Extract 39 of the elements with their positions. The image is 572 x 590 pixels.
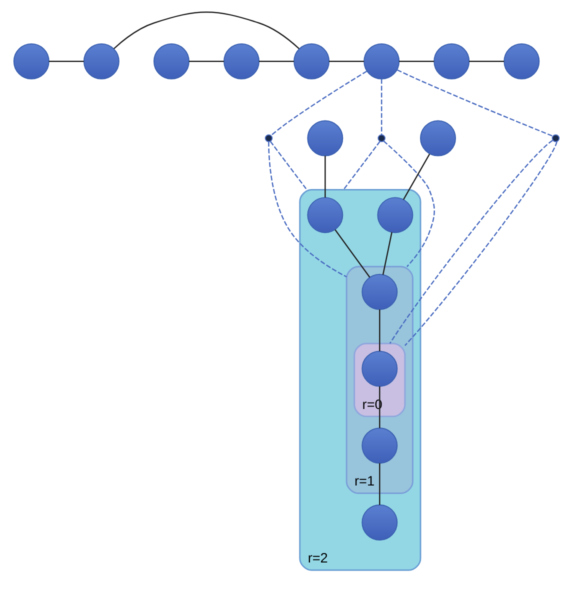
connector bbox=[48, 60, 84, 62]
connector bbox=[334, 229, 370, 278]
node-circle bbox=[306, 197, 343, 234]
node-circle bbox=[82, 43, 119, 80]
node-circle bbox=[376, 197, 413, 234]
connector bbox=[324, 156, 326, 198]
connector bbox=[382, 232, 392, 275]
node-circle bbox=[377, 134, 385, 142]
node-circle bbox=[361, 428, 398, 464]
connector bbox=[378, 310, 380, 352]
node-circle bbox=[433, 43, 470, 80]
connector bbox=[382, 140, 434, 268]
connector bbox=[378, 463, 380, 505]
connector bbox=[188, 60, 224, 62]
node-circle bbox=[361, 504, 398, 540]
connector bbox=[380, 78, 382, 135]
node-circle bbox=[551, 134, 560, 142]
node-circle bbox=[420, 120, 456, 156]
connector bbox=[113, 12, 299, 50]
node-circle bbox=[306, 120, 343, 156]
node-circle bbox=[223, 43, 259, 80]
node-circle bbox=[152, 43, 189, 80]
connector bbox=[342, 140, 380, 190]
connector bbox=[258, 60, 294, 62]
node-circle bbox=[363, 43, 400, 80]
node-circle bbox=[12, 43, 49, 80]
connector bbox=[398, 60, 434, 62]
node-circle bbox=[293, 43, 330, 80]
connector bbox=[468, 60, 504, 62]
connector bbox=[328, 60, 364, 62]
connector bbox=[270, 70, 367, 136]
connector bbox=[402, 154, 430, 200]
connector bbox=[396, 69, 552, 137]
connector bbox=[269, 140, 307, 190]
node-circle bbox=[361, 274, 398, 310]
node-circle bbox=[264, 134, 272, 142]
node-circle bbox=[361, 350, 398, 387]
node-circle bbox=[503, 43, 540, 80]
connector bbox=[268, 142, 346, 278]
